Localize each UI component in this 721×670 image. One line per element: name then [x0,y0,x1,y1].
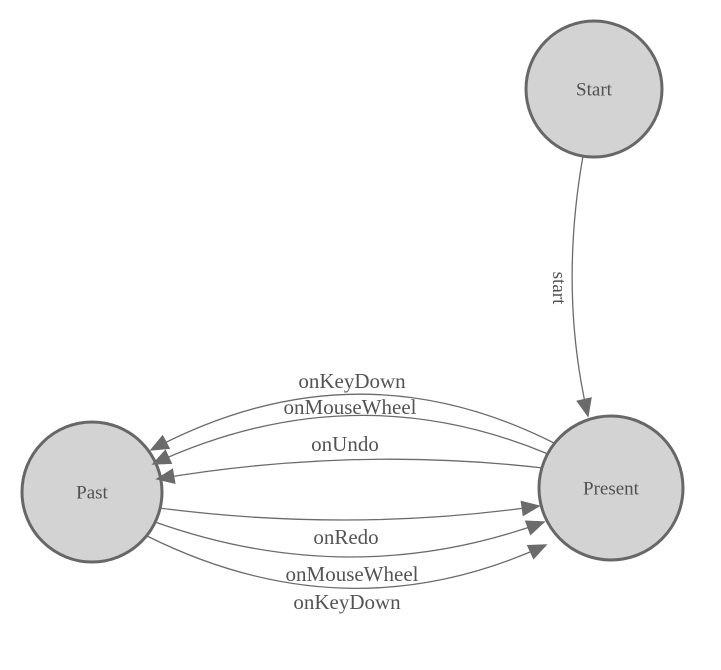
edge-label-onkeydown-bottom: onKeyDown [293,590,401,614]
edge-past-to-present-onkeydown [146,535,548,590]
node-start-circle [524,19,664,159]
node-start: Start [524,19,664,159]
edge-label-onkeydown-top: onKeyDown [298,369,406,393]
edge-start-to-present [571,155,592,418]
node-start-label: Start [576,80,613,101]
edge-label-onundo: onUndo [311,432,379,456]
edge-present-to-past-onundo [155,458,544,484]
edge-label-onmousewheel-top: onMouseWheel [284,395,417,419]
edge-present-to-past-onmousewheel [151,414,549,465]
node-present-label: Present [583,479,640,500]
edge-label-start: start [548,272,569,305]
node-present: Present [537,414,685,562]
edge-label-onmousewheel-bottom: onMouseWheel [286,562,419,586]
edge-label-onredo: onRedo [313,525,378,549]
edge-present-to-past-onkeydown [149,393,555,451]
node-past-circle [20,420,164,564]
node-past-label: Past [76,483,108,504]
node-present-circle [537,414,685,562]
edge-past-to-present-onredo [158,500,541,521]
edge-past-to-present-onmousewheel [154,520,546,558]
node-past: Past [20,420,164,564]
